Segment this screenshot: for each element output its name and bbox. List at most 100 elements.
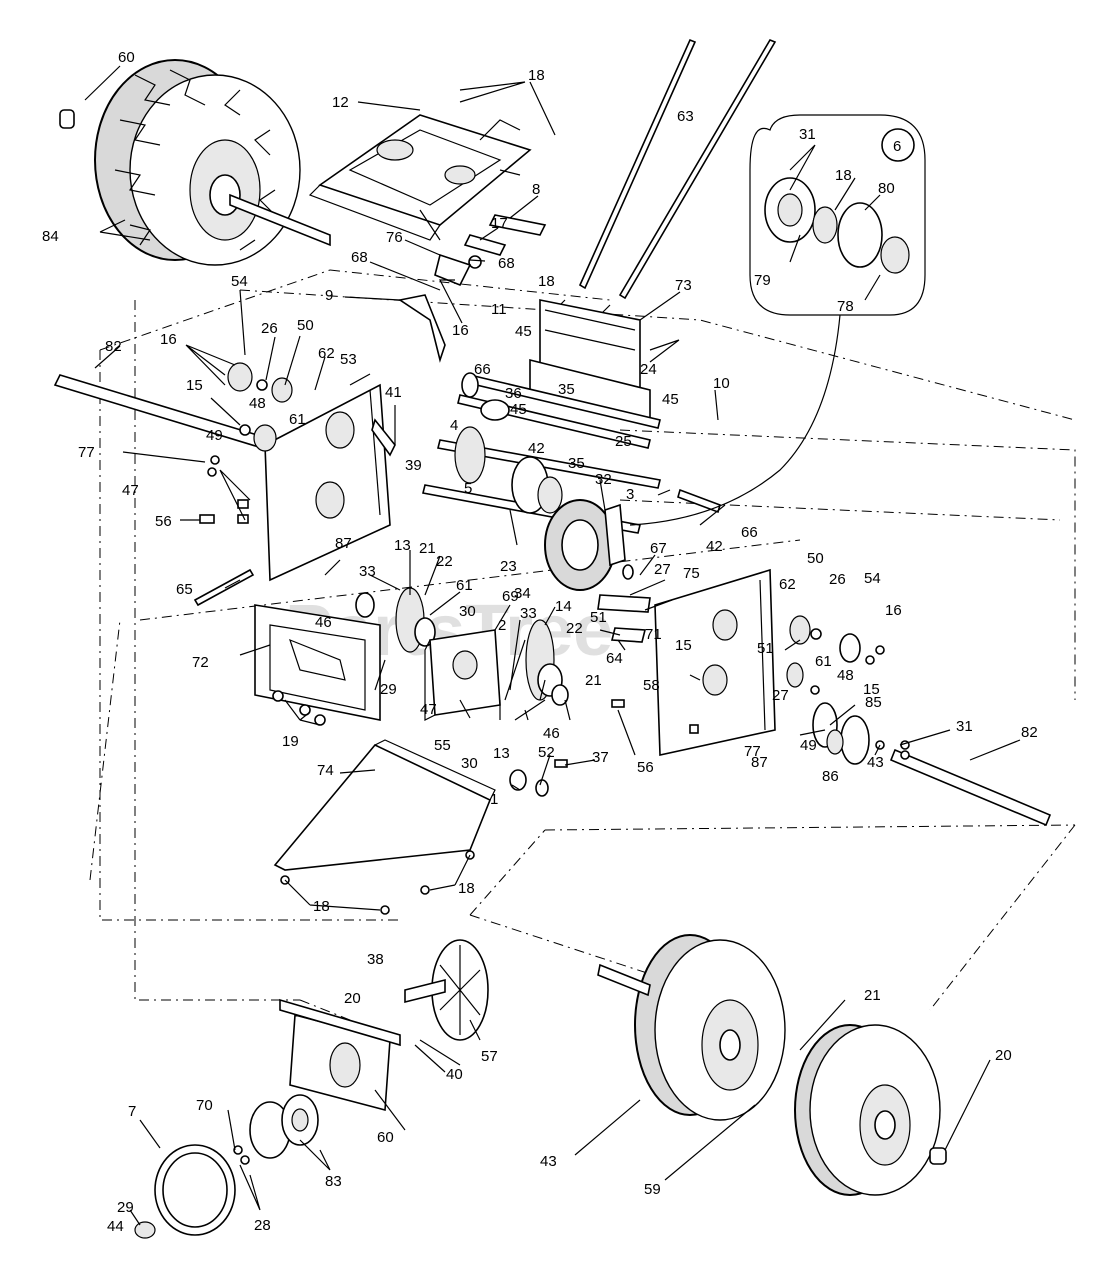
part-number-label: 77 (78, 444, 95, 461)
part-number-label: 60 (377, 1129, 394, 1146)
part-number-label: 29 (380, 681, 397, 698)
part-number-label: 58 (643, 677, 660, 694)
part-number-label: 19 (282, 733, 299, 750)
left-bearing-parts (199, 362, 293, 524)
part-number-label: 18 (458, 880, 475, 897)
part-number-label: 12 (332, 94, 349, 111)
part-number-label: 18 (313, 898, 330, 915)
part-number-label: 20 (995, 1047, 1012, 1064)
part-number-label: 37 (592, 749, 609, 766)
right-bearing-parts (786, 615, 885, 765)
part-number-label: 83 (325, 1173, 342, 1190)
part-number-label: 46 (315, 614, 332, 631)
part-number-label: 21 (419, 540, 436, 557)
part-number-label: 27 (654, 561, 671, 578)
part-number-label: 29 (117, 1199, 134, 1216)
part-number-label: 35 (558, 381, 575, 398)
part-number-label: 35 (568, 455, 585, 472)
lever-part (397, 253, 472, 363)
part-number-label: 48 (837, 667, 854, 684)
part-number-label: 16 (452, 322, 469, 339)
part-number-label: 82 (1021, 724, 1038, 741)
part-number-label: 61 (289, 411, 306, 428)
part-number-label: 75 (683, 565, 700, 582)
part-number-label: 18 (538, 273, 555, 290)
part-number-label: 68 (351, 249, 368, 266)
part-number-label: 60 (118, 49, 135, 66)
part-number-label: 15 (863, 681, 880, 698)
part-number-label: 87 (751, 754, 768, 771)
part-number-label: 71 (645, 626, 662, 643)
center-bracket (424, 629, 501, 721)
part-number-label: 79 (754, 272, 771, 289)
lower-left-frame (254, 604, 381, 726)
part-number-label: 2 (498, 617, 506, 634)
part-number-label: 16 (160, 331, 177, 348)
hub-assembly (249, 1094, 319, 1159)
shaft-65 (193, 568, 255, 607)
pulley (134, 1144, 250, 1239)
part-number-label: 51 (590, 609, 607, 626)
part-number-label: 41 (385, 384, 402, 401)
part-number-label: 82 (105, 338, 122, 355)
part-number-label: 45 (510, 401, 527, 418)
part-number-label: 49 (206, 427, 223, 444)
part-number-label: 46 (543, 725, 560, 742)
part-number-label: 26 (829, 571, 846, 588)
part-number-label: 3 (626, 486, 634, 503)
part-number-label: 56 (637, 759, 654, 776)
part-number-label: 18 (528, 67, 545, 84)
part-number-label: 33 (359, 563, 376, 580)
part-number-label: 22 (566, 620, 583, 637)
part-number-label: 64 (606, 650, 623, 667)
part-number-label: 17 (491, 215, 508, 232)
part-number-label: 45 (662, 391, 679, 408)
part-number-label: 55 (434, 737, 451, 754)
large-sprocket (544, 499, 626, 591)
right-side-panel (654, 568, 776, 756)
part-number-label: 78 (837, 298, 854, 315)
part-number-label: 61 (456, 577, 473, 594)
part-number-label: 68 (498, 255, 515, 272)
part-number-label: 20 (344, 990, 361, 1007)
part-number-label: 62 (318, 345, 335, 362)
part-number-label: 61 (815, 653, 832, 670)
part-number-label: 31 (799, 126, 816, 143)
part-number-label: 51 (757, 640, 774, 657)
part-number-label: 15 (675, 637, 692, 654)
part-number-label: 45 (515, 323, 532, 340)
sprocket-left (355, 587, 436, 653)
part-number-label: 14 (555, 598, 572, 615)
part-number-label: 85 (865, 694, 882, 711)
part-number-label: 28 (254, 1217, 271, 1234)
part-number-label: 42 (706, 538, 723, 555)
part-number-label: 73 (675, 277, 692, 294)
part-number-label: 7 (128, 1103, 136, 1120)
bottom-plate (273, 739, 496, 915)
part-number-label: 38 (367, 951, 384, 968)
part-number-label: 22 (436, 553, 453, 570)
part-number-label: 50 (297, 317, 314, 334)
part-number-label: 44 (107, 1218, 124, 1235)
part-number-label: 39 (405, 457, 422, 474)
part-number-label: 34 (514, 585, 531, 602)
part-number-label: 8 (532, 181, 540, 198)
part-number-label: 33 (520, 605, 537, 622)
part-number-label: 63 (677, 108, 694, 125)
part-number-label: 5 (464, 480, 472, 497)
part-number-label: 43 (867, 754, 884, 771)
wheel-lower-center (597, 934, 786, 1121)
tabs-center-right (597, 594, 651, 643)
small-parts-bottom-center (509, 564, 699, 797)
part-number-label: 66 (741, 524, 758, 541)
part-number-label: 1 (490, 791, 498, 808)
part-number-label: 10 (713, 375, 730, 392)
part-number-label: 32 (595, 471, 612, 488)
wheel-lower-right (794, 1024, 947, 1196)
inset-number: 6 (893, 138, 901, 155)
part-number-label: 77 (744, 743, 761, 760)
part-number-label: 13 (394, 537, 411, 554)
leader-lines (84, 65, 1021, 1226)
part-number-label: 47 (420, 701, 437, 718)
